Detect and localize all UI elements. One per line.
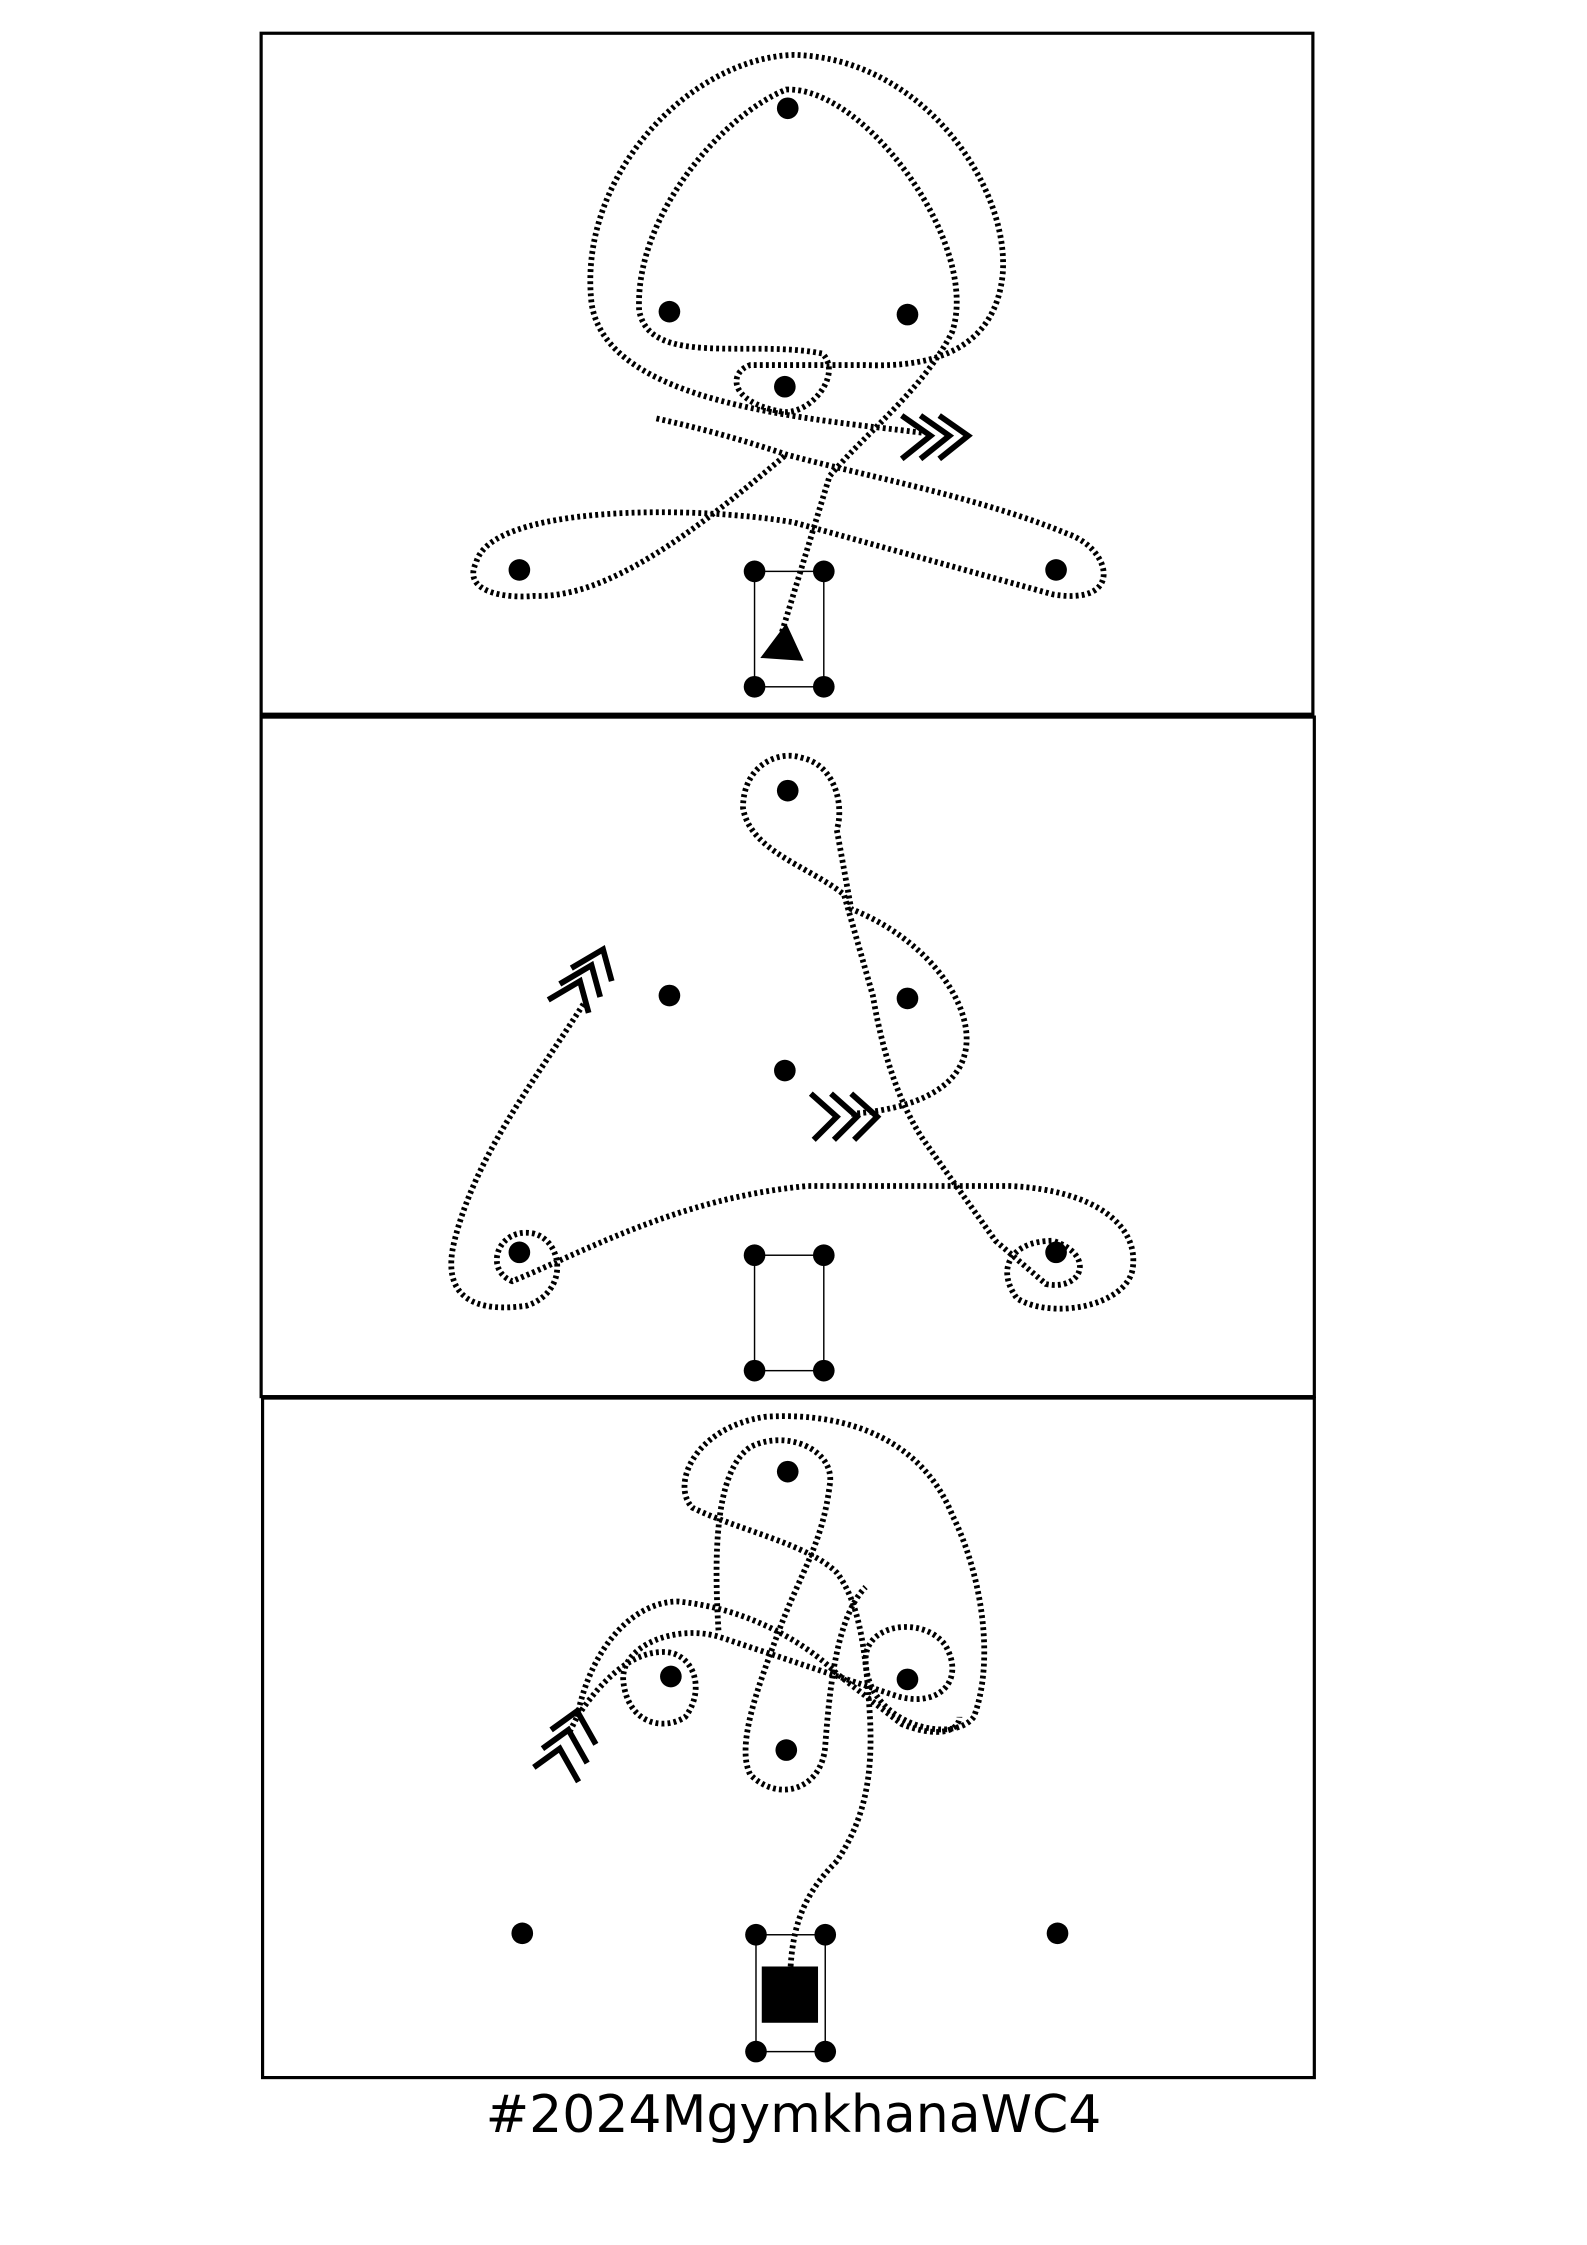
start-triangle-icon bbox=[760, 623, 804, 661]
cones bbox=[511, 1460, 1069, 1945]
course-hashtag-title: #2024MgymkhanaWC4 bbox=[485, 2085, 1102, 2145]
course-panel-1 bbox=[259, 31, 1315, 716]
direction-chevrons-icon bbox=[532, 1706, 599, 1784]
cones bbox=[508, 97, 1067, 581]
course-panel-3 bbox=[260, 1396, 1316, 2080]
box bbox=[743, 1244, 835, 1382]
route-path bbox=[587, 51, 1006, 633]
finish-box bbox=[745, 1923, 837, 2063]
direction-chevrons-icon bbox=[808, 1091, 882, 1142]
start-box bbox=[743, 560, 835, 698]
route-path bbox=[448, 752, 1137, 1312]
route-path bbox=[567, 1413, 988, 1967]
direction-chevrons-icon bbox=[546, 944, 615, 1014]
direction-chevrons-icon bbox=[899, 413, 973, 462]
finish-square-icon bbox=[761, 1966, 819, 2023]
cones bbox=[508, 779, 1067, 1264]
course-panel-2 bbox=[259, 715, 1316, 1399]
